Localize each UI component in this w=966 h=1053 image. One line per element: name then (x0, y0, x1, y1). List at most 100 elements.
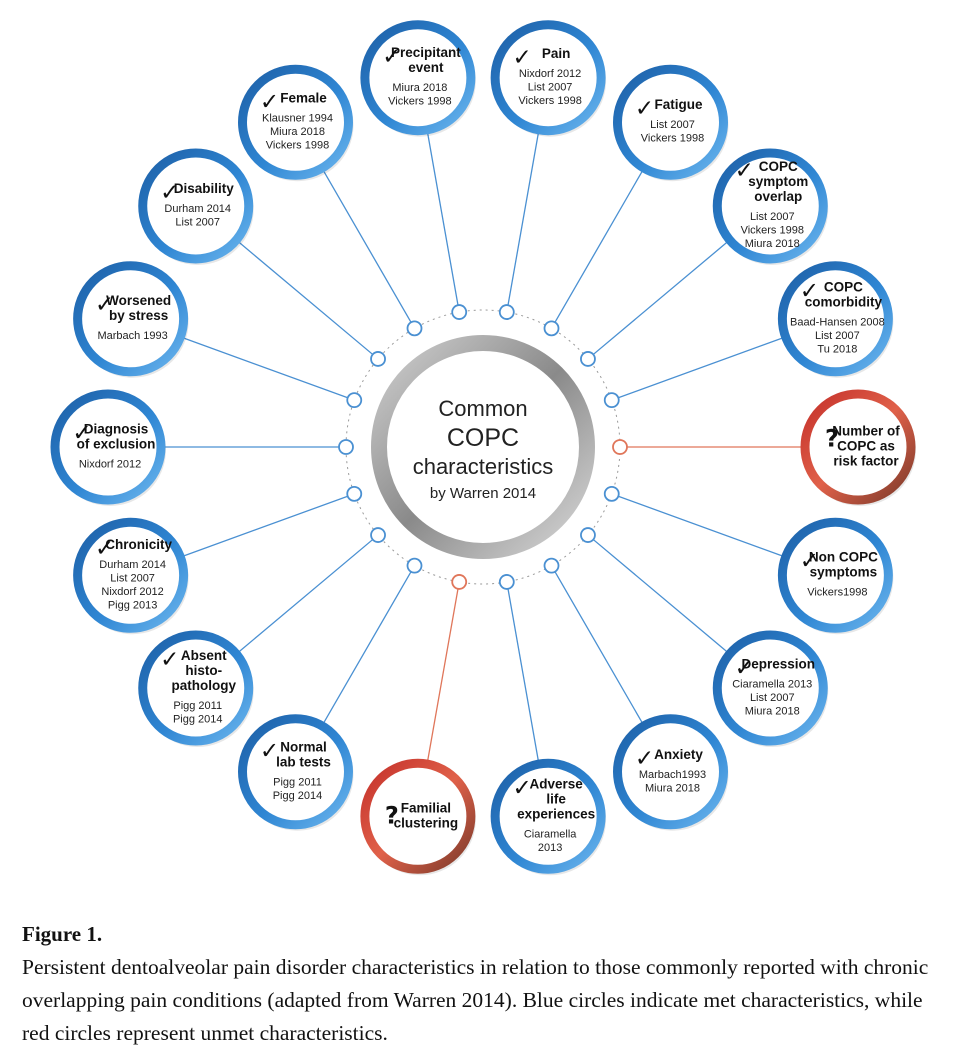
connector-joint-5 (603, 392, 620, 409)
node-reference: List 2007 (528, 81, 573, 93)
question-mark-icon: ? (385, 801, 399, 829)
node-title-line: Anxiety (654, 747, 703, 762)
node-title-line: Number of (832, 424, 900, 439)
checkmark-icon: ✓ (160, 180, 179, 206)
node-reference: Nixdorf 2012 (79, 458, 141, 470)
met-ring (360, 20, 476, 136)
checkmark-icon: ✓ (735, 158, 754, 184)
node-title-line: Worsened (106, 293, 171, 308)
node-title-line: Chronicity (105, 537, 172, 552)
met-ring (73, 517, 189, 633)
connector-line-16 (180, 336, 355, 401)
node-reference: Ciaramella 2013 (732, 678, 812, 690)
node-reference: Miura 2018 (645, 782, 700, 794)
met-ring (613, 714, 728, 830)
checkmark-icon: ✓ (160, 647, 179, 673)
connector-joint-3 (543, 320, 560, 337)
node-reference: Vickers1998 (807, 587, 867, 599)
node-reference: Miura 2018 (745, 705, 800, 717)
node-title-line: clustering (394, 815, 459, 830)
met-ring (50, 389, 166, 505)
node-reference: Vickers 1998 (741, 225, 804, 237)
node-title-line: Female (280, 90, 327, 105)
node-reference: Nixdorf 2012 (101, 586, 163, 598)
connector-joint-15 (338, 439, 354, 455)
connector-joint-11 (451, 574, 468, 590)
connector-line-17 (235, 239, 379, 360)
met-ring (712, 148, 828, 264)
caption-text: Persistent dentoalveolar pain disorder c… (22, 955, 929, 1045)
checkmark-icon: ✓ (735, 655, 754, 681)
node-reference: Miura 2018 (745, 238, 800, 250)
node-title-line: of exclusion (77, 436, 156, 451)
node-reference: 2013 (538, 842, 562, 854)
center-line-4: by Warren 2014 (430, 485, 536, 502)
node-reference: Miura 2018 (392, 82, 447, 94)
node-title-line: pathology (171, 678, 236, 693)
met-ring (712, 630, 828, 746)
node-reference: Marbach1993 (639, 769, 706, 781)
connector-line-14 (180, 493, 355, 558)
node-reference: Vickers 1998 (388, 96, 451, 108)
met-ring (138, 630, 254, 746)
node-title-line: Adverse (529, 776, 583, 791)
unmet-ring (800, 389, 916, 505)
connector-line-5 (611, 336, 786, 401)
question-mark-icon: ? (825, 425, 839, 453)
node-reference: Ciaramella (524, 828, 577, 840)
node-title-line: COPC as (837, 439, 895, 454)
connector-line-2 (506, 129, 540, 313)
node-title-line: histo- (185, 663, 222, 678)
node-reference: List 2007 (750, 692, 795, 704)
connector-joint-9 (543, 557, 560, 574)
connector-line-1 (426, 129, 460, 313)
checkmark-icon: ✓ (800, 549, 819, 575)
connector-line-7 (611, 493, 786, 558)
node-title-line: Depression (742, 656, 816, 671)
met-ring (73, 261, 189, 377)
connector-joint-2 (498, 304, 515, 320)
node-reference: Miura 2018 (270, 126, 325, 138)
connector-joint-12 (406, 557, 423, 574)
node-reference: Durham 2014 (99, 559, 166, 571)
center-line-1: Common (438, 396, 527, 421)
node-reference: Durham 2014 (164, 203, 231, 215)
node-title-line: COPC (824, 279, 863, 294)
connector-joint-4 (580, 351, 596, 367)
connector-joint-17 (370, 351, 386, 367)
node-reference: Baad-Hansen 2008 (790, 316, 885, 328)
node-title-line: event (408, 60, 444, 75)
checkmark-icon: ✓ (512, 45, 531, 71)
checkmark-icon: ✓ (382, 44, 401, 70)
node-reference: Pigg 2013 (108, 599, 158, 611)
connector-joint-8 (580, 527, 596, 543)
connector-joint-14 (346, 485, 363, 502)
checkmark-icon: ✓ (635, 96, 654, 122)
node-reference: Vickers 1998 (518, 95, 581, 107)
node-title-line: Familial (401, 800, 451, 815)
met-ring (613, 64, 728, 180)
connector-line-3 (550, 167, 645, 329)
node-title-line: symptom (748, 174, 808, 189)
node-reference: Pigg 2014 (173, 714, 223, 726)
node-reference: Marbach 1993 (97, 330, 167, 342)
copc-diagram: Common COPC characteristics by Warren 20… (50, 20, 916, 876)
met-ring (138, 148, 254, 264)
node-title-line: life (546, 791, 566, 806)
connector-line-11 (426, 581, 460, 765)
node-reference: Nixdorf 2012 (519, 68, 581, 80)
node-reference: Klausner 1994 (262, 112, 333, 124)
node-reference: Vickers 1998 (266, 139, 329, 151)
connector-joint-16 (346, 392, 363, 409)
connector-joint-7 (603, 485, 620, 502)
